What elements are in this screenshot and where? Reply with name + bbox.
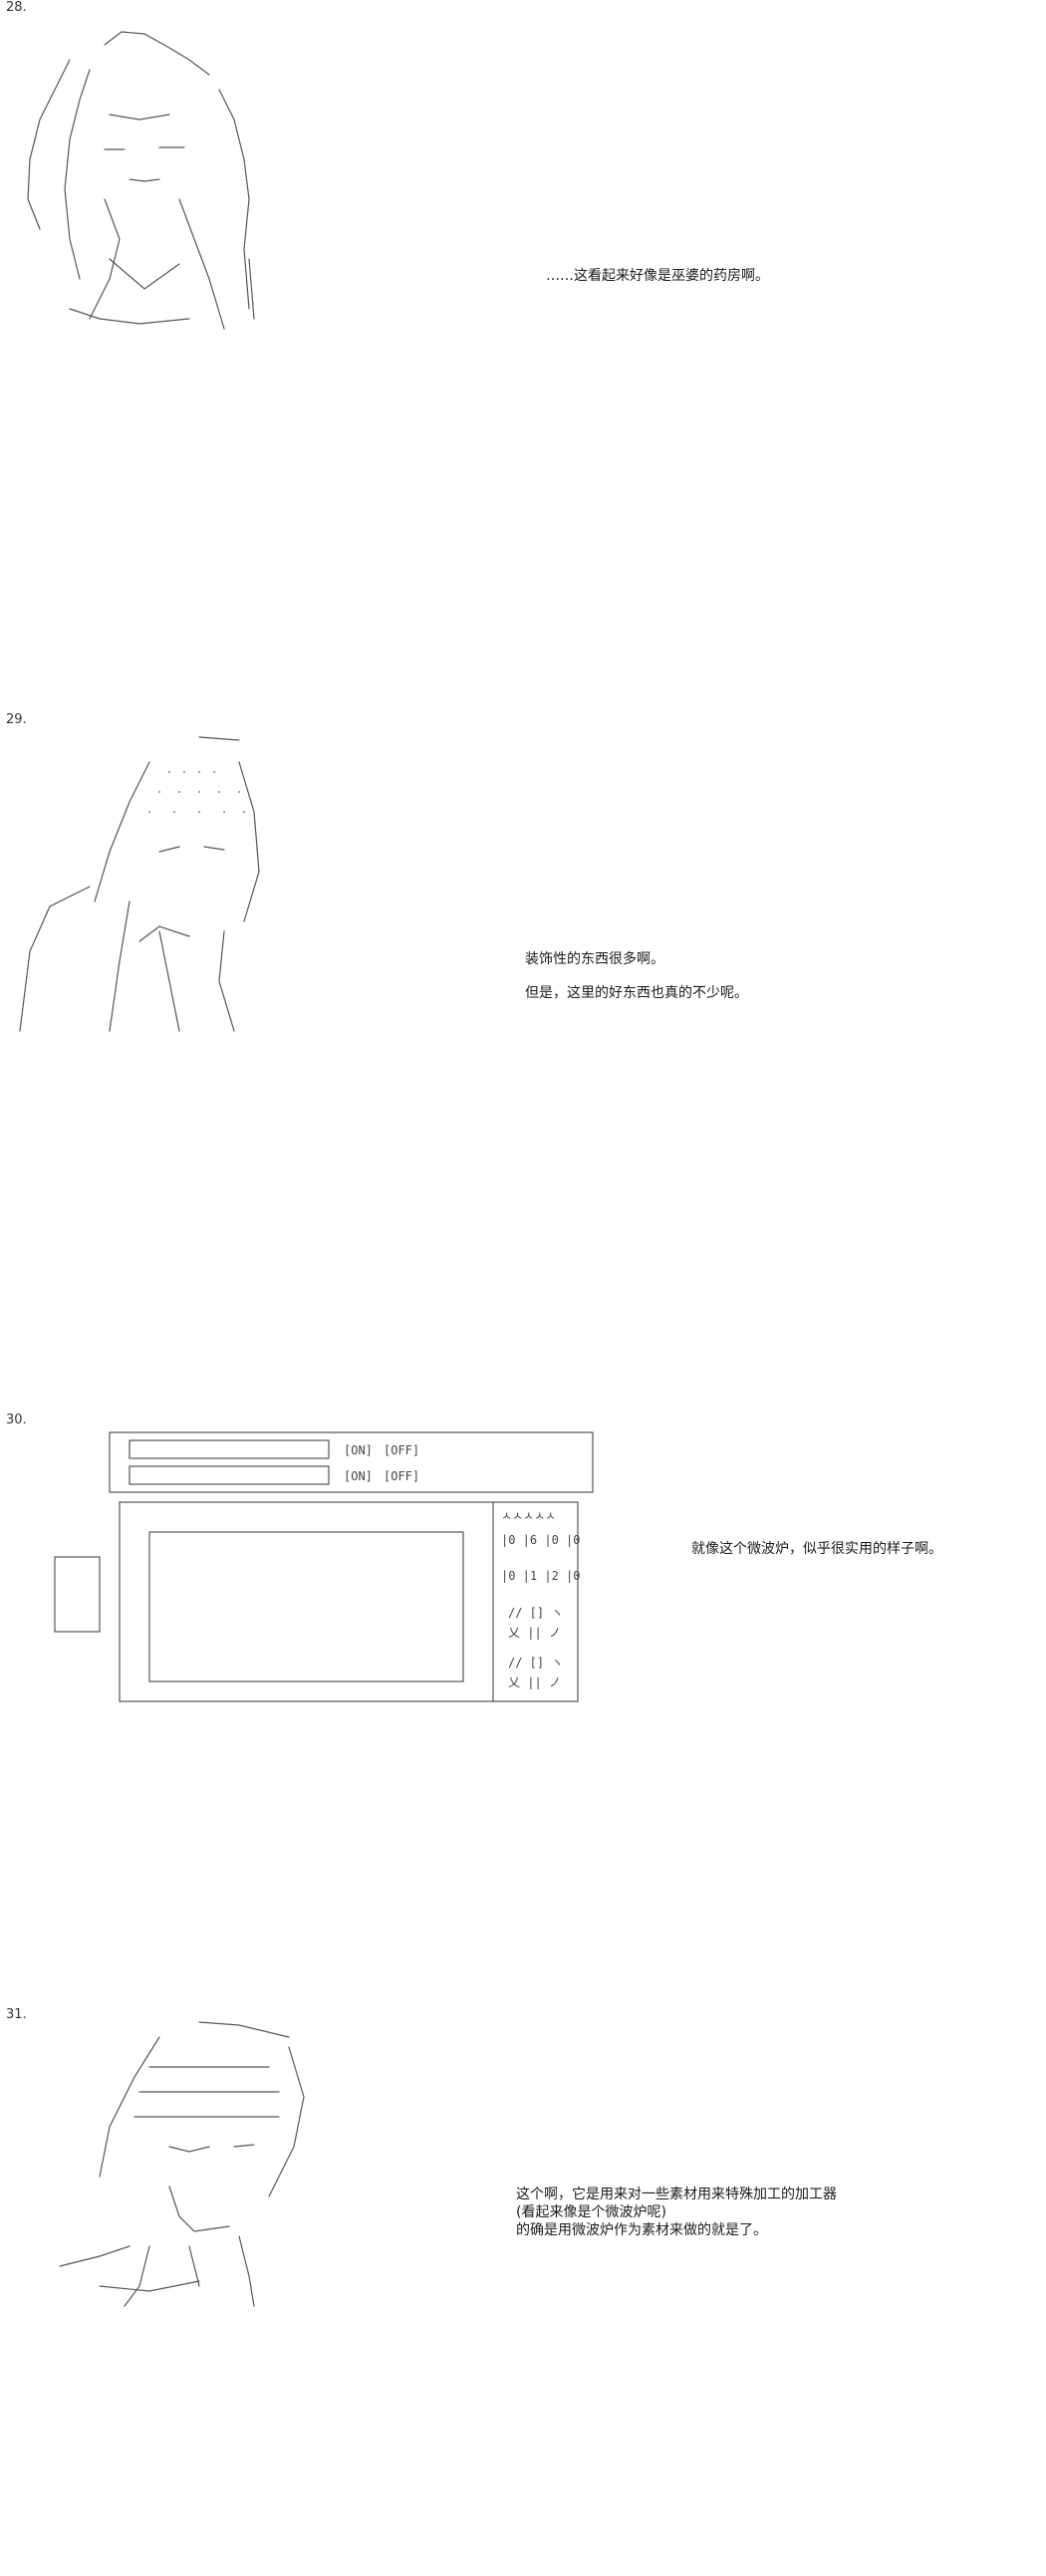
panel-28: 28. ……这看起来好像是巫婆的药房啊。 [0,0,1046,657]
svg-text:乂 || ノ: 乂 || ノ [508,1626,561,1640]
dialogue-line: ……这看起来好像是巫婆的药房啊。 [546,268,769,284]
dialogue-line: (看起来像是个微波炉呢) [516,2204,666,2220]
ascii-art-boy [40,2017,309,2307]
dialogue-line: 这个啊，它是用来对一些素材用来特殊加工的加工器 [516,2187,837,2202]
microwave-ascii-art: [ON] [OFF] [ON] [OFF] ㅅㅅㅅㅅㅅ |0 |6 |0 |0 … [54,1431,613,1702]
panel-30: 30. [ON] [OFF] [ON] [OFF] ㅅㅅㅅㅅㅅ |0 |6 |0… [0,1413,1046,1831]
off-button: [OFF] [384,1443,419,1457]
on-button: [ON] [344,1443,373,1457]
ascii-art-girl [10,732,279,1041]
dialogue-line: 就像这个微波炉，似乎很实用的样子啊。 [691,1541,942,1557]
panel-number: 28. [6,0,27,15]
svg-text:[ON]: [ON] [344,1469,373,1483]
panel-number: 31. [6,2007,27,2022]
dialogue: 这个啊，它是用来对一些素材用来特殊加工的加工器 (看起来像是个微波炉呢) 的确是… [516,2186,837,2239]
svg-text:乂 || ノ: 乂 || ノ [508,1675,561,1689]
dialogue-line: 但是，这里的好东西也真的不少呢。 [525,985,748,1001]
dialogue: 就像这个微波炉，似乎很实用的样子啊。 [691,1538,942,1572]
dialogue: 装饰性的东西很多啊。 但是，这里的好东西也真的不少呢。 [525,948,748,1016]
dialogue-line: 的确是用微波炉作为素材来做的就是了。 [516,2222,767,2238]
panel-number: 30. [6,1413,27,1427]
svg-text:// [] ヽ: // [] ヽ [508,1606,563,1620]
dialogue-line: 装饰性的东西很多啊。 [525,951,664,967]
ascii-art-witch [10,20,279,339]
timer-digits: |0 |6 |0 |0 [501,1533,580,1547]
panel-number: 29. [6,712,27,727]
svg-text:[OFF]: [OFF] [384,1469,419,1483]
dialogue: ……这看起来好像是巫婆的药房啊。 [546,265,769,299]
panel-29: 29. 装饰性的东西很多啊。 但是，这里的好东西也真的不少呢。 [0,712,1046,1310]
svg-text:// [] ヽ: // [] ヽ [508,1656,563,1670]
svg-text:ㅅㅅㅅㅅㅅ: ㅅㅅㅅㅅㅅ [501,1509,556,1523]
power-digits: |0 |1 |2 |0 [501,1569,580,1583]
panel-31: 31. 这个啊，它是用来对一些素材用来特殊加工的加工器 (看起来像是个微波炉呢)… [0,2007,1046,2576]
